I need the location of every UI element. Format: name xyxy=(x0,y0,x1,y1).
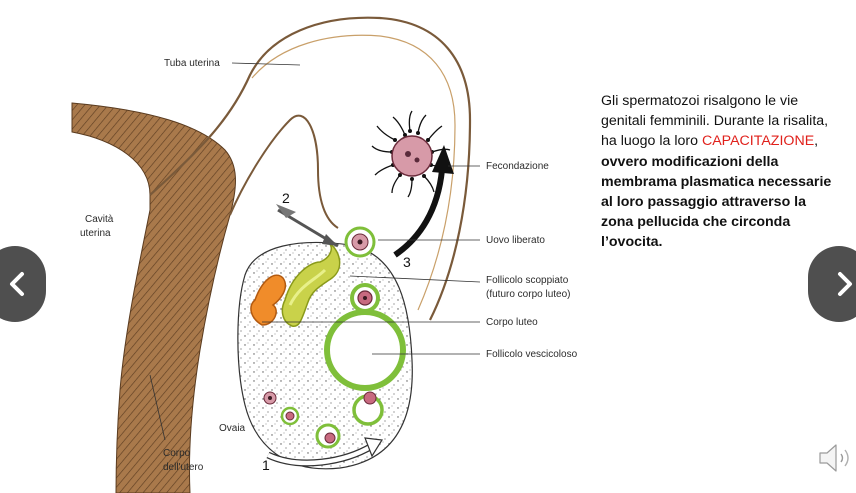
label-uovo-liberato: Uovo liberato xyxy=(486,235,545,246)
next-slide-button[interactable] xyxy=(808,246,856,322)
corpus-luteum xyxy=(250,274,287,326)
label-ovaia: Ovaia xyxy=(219,423,246,434)
label-tuba-uterina: Tuba uterina xyxy=(164,58,220,69)
label-futuro-corpo-luteo: (futuro corpo luteo) xyxy=(486,289,571,300)
label-cavita-2: uterina xyxy=(80,228,111,239)
slide-caption: Gli spermatozoi risalgono le vie genital… xyxy=(601,91,841,253)
speaker-icon xyxy=(819,444,849,472)
caption-highlight: CAPACITAZIONE xyxy=(701,133,815,150)
chevron-left-icon xyxy=(10,272,24,296)
label-cavita-1: Cavità xyxy=(85,214,114,225)
vesicular-follicle xyxy=(324,309,406,391)
step-number-2: 2 xyxy=(282,190,290,206)
step-number-3: 3 xyxy=(403,254,411,270)
caption-bold: ovvero modificazioni della membrama plas… xyxy=(601,153,832,251)
label-follicolo-scoppiato: Follicolo scoppiato xyxy=(486,275,569,286)
label-corpo-luteo: Corpo luteo xyxy=(486,317,538,328)
reproductive-diagram: Tuba uterina Cavità uterina Fecondazione… xyxy=(71,16,578,493)
audio-button[interactable] xyxy=(818,440,852,476)
ruptured-follicle xyxy=(281,241,341,327)
uterine-tube-outer xyxy=(149,16,472,321)
caption-separator: , xyxy=(814,133,819,150)
caption-intro: Gli spermatozoi risalgono le vie genital… xyxy=(601,93,829,150)
chevron-right-icon xyxy=(838,272,852,296)
label-fecondazione: Fecondazione xyxy=(486,161,549,172)
arrow-3 xyxy=(393,169,445,258)
uterus-wall xyxy=(71,102,236,493)
label-corpo: Corpo xyxy=(163,448,191,459)
previous-slide-button[interactable] xyxy=(0,246,46,322)
fertilized-ovum xyxy=(371,110,451,198)
label-follicolo-vescicoloso: Follicolo vescicoloso xyxy=(486,349,578,360)
uterine-tube-inner xyxy=(229,114,339,229)
step-number-1: 1 xyxy=(262,457,270,473)
label-dell-utero: dell'utero xyxy=(163,462,204,473)
